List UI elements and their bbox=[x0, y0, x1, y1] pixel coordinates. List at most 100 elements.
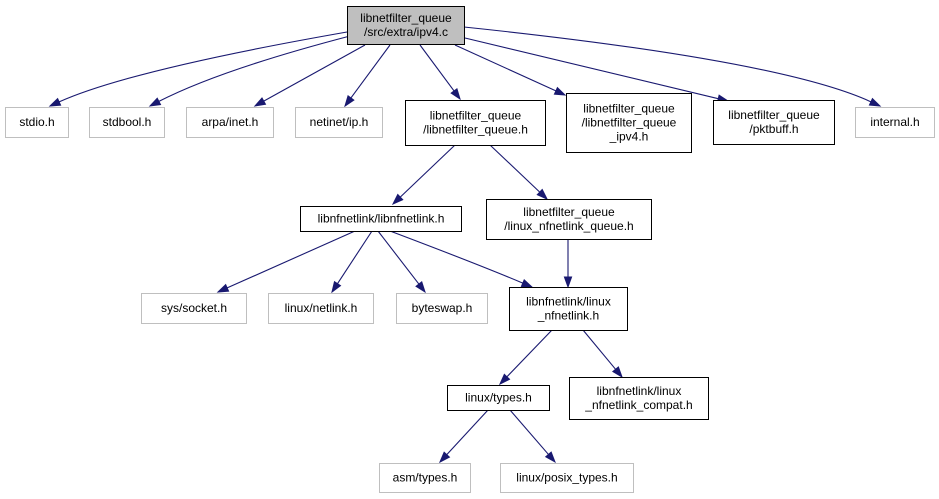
node-label: linux/netlink.h bbox=[285, 301, 358, 315]
edge-line bbox=[464, 37, 719, 100]
arrowhead-icon bbox=[536, 188, 549, 201]
node-stdio[interactable]: stdio.h bbox=[5, 107, 69, 138]
node-asm_types[interactable]: asm/types.h bbox=[379, 463, 471, 493]
edge-line bbox=[337, 230, 373, 284]
node-box bbox=[855, 107, 935, 138]
edge-linux_nfq-to-nfnetlink bbox=[563, 240, 573, 289]
node-label: libnfnetlink/libnfnetlink.h bbox=[318, 212, 445, 226]
node-label: arpa/inet.h bbox=[202, 115, 259, 129]
node-box bbox=[566, 93, 692, 153]
node-label: stdbool.h bbox=[103, 115, 152, 129]
node-label: netinet/ip.h bbox=[310, 115, 369, 129]
arrowhead-icon bbox=[520, 278, 534, 288]
node-label: libnetfilter_queue bbox=[523, 205, 615, 219]
node-box bbox=[295, 107, 383, 138]
arrowhead-icon bbox=[415, 281, 426, 294]
node-linux_nfq[interactable]: libnetfilter_queue/linux_nfnetlink_queue… bbox=[486, 199, 652, 240]
edge-line bbox=[226, 230, 356, 289]
edge-linux_types-to-asm_types bbox=[438, 409, 489, 464]
edge-root-to-netinet_ip bbox=[344, 44, 391, 108]
node-nfnetlink[interactable]: libnfnetlink/linux_nfnetlink.h bbox=[509, 287, 628, 331]
node-label: stdio.h bbox=[19, 115, 54, 129]
node-box bbox=[486, 199, 652, 240]
edge-root-to-stdbool bbox=[148, 35, 351, 107]
node-label: /libnetfilter_queue bbox=[582, 116, 677, 130]
node-box bbox=[500, 463, 634, 493]
node-box bbox=[89, 107, 165, 138]
node-arpa_inet[interactable]: arpa/inet.h bbox=[186, 107, 274, 138]
node-libnfnetlink[interactable]: libnfnetlink/libnfnetlink.h bbox=[300, 206, 462, 232]
node-root[interactable]: libnetfilter_queue/src/extra/ipv4.c bbox=[347, 6, 465, 45]
node-label: linux/posix_types.h bbox=[516, 471, 617, 485]
node-label: sys/socket.h bbox=[161, 301, 227, 315]
node-box bbox=[268, 293, 374, 324]
edge-root-to-stdio bbox=[48, 31, 348, 107]
node-byteswap[interactable]: byteswap.h bbox=[396, 293, 488, 324]
edge-line bbox=[58, 31, 348, 103]
edge-root-to-internal bbox=[463, 26, 882, 107]
edge-lnfq-to-libnfnetlink bbox=[391, 144, 456, 206]
arrowhead-icon bbox=[216, 283, 230, 293]
edge-line bbox=[158, 35, 351, 102]
node-nfnetlink_compat[interactable]: libnfnetlink/linux_nfnetlink_compat.h bbox=[569, 377, 709, 420]
arrowhead-icon bbox=[611, 366, 623, 379]
edge-line bbox=[454, 44, 557, 92]
node-label: libnfnetlink/linux bbox=[597, 384, 682, 398]
edge-lnfq-to-linux_nfq bbox=[489, 144, 549, 201]
arrowhead-icon bbox=[253, 97, 267, 107]
arrowhead-icon bbox=[553, 86, 567, 96]
edge-line bbox=[389, 230, 524, 284]
edge-libnfnetlink-to-linux_netlink bbox=[331, 230, 373, 294]
node-label: /linux_nfnetlink_queue.h bbox=[504, 219, 633, 233]
node-label: _nfnetlink_compat.h bbox=[584, 398, 692, 412]
node-box bbox=[186, 107, 274, 138]
node-label: _nfnetlink.h bbox=[537, 309, 599, 323]
node-label: libnetfilter_queue bbox=[430, 109, 522, 123]
edge-linux_types-to-posix_types bbox=[509, 409, 556, 464]
node-stdbool[interactable]: stdbool.h bbox=[89, 107, 165, 138]
edge-line bbox=[446, 409, 489, 456]
node-box bbox=[569, 377, 709, 420]
node-label: /pktbuff.h bbox=[749, 122, 798, 136]
node-internal[interactable]: internal.h bbox=[855, 107, 935, 138]
edge-libnfnetlink-to-nfnetlink bbox=[389, 230, 534, 288]
arrowhead-icon bbox=[868, 97, 882, 107]
nodes-layer: libnetfilter_queue/src/extra/ipv4.cstdio… bbox=[5, 6, 935, 493]
node-sys_socket[interactable]: sys/socket.h bbox=[141, 293, 247, 324]
arrowhead-icon bbox=[148, 97, 162, 107]
edge-line bbox=[582, 329, 617, 370]
node-pktbuff[interactable]: libnetfilter_queue/pktbuff.h bbox=[713, 100, 835, 145]
node-linux_types[interactable]: linux/types.h bbox=[447, 385, 550, 411]
node-label: linux/types.h bbox=[465, 391, 532, 405]
edge-line bbox=[377, 230, 420, 285]
node-lnfq_ipv4[interactable]: libnetfilter_queue/libnetfilter_queue_ip… bbox=[566, 93, 692, 153]
arrowhead-icon bbox=[450, 87, 461, 101]
node-box bbox=[405, 100, 546, 146]
edge-line bbox=[489, 144, 541, 193]
node-box bbox=[379, 463, 471, 493]
node-posix_types[interactable]: linux/posix_types.h bbox=[500, 463, 634, 493]
arrowhead-icon bbox=[563, 276, 573, 289]
edge-nfnetlink-to-linux_types bbox=[498, 329, 553, 386]
node-netinet_ip[interactable]: netinet/ip.h bbox=[295, 107, 383, 138]
edge-libnfnetlink-to-byteswap bbox=[377, 230, 426, 294]
edge-root-to-arpa_inet bbox=[253, 44, 366, 107]
edge-line bbox=[419, 44, 455, 92]
arrowhead-icon bbox=[438, 451, 451, 464]
edge-root-to-lnfq_ipv4 bbox=[454, 44, 567, 96]
node-box bbox=[447, 385, 550, 411]
node-label: byteswap.h bbox=[412, 301, 473, 315]
node-box bbox=[509, 287, 628, 331]
node-label: libnfnetlink/linux bbox=[526, 295, 611, 309]
node-label: _ipv4.h bbox=[609, 130, 649, 144]
node-label: /libnetfilter_queue.h bbox=[423, 123, 528, 137]
node-lnfq[interactable]: libnetfilter_queue/libnetfilter_queue.h bbox=[405, 100, 546, 146]
arrowhead-icon bbox=[544, 451, 556, 464]
edge-libnfnetlink-to-sys_socket bbox=[216, 230, 356, 293]
node-linux_netlink[interactable]: linux/netlink.h bbox=[268, 293, 374, 324]
edge-line bbox=[263, 44, 366, 102]
arrowhead-icon bbox=[391, 193, 404, 206]
edge-nfnetlink-to-nfnetlink_compat bbox=[582, 329, 623, 379]
node-box bbox=[300, 206, 462, 232]
